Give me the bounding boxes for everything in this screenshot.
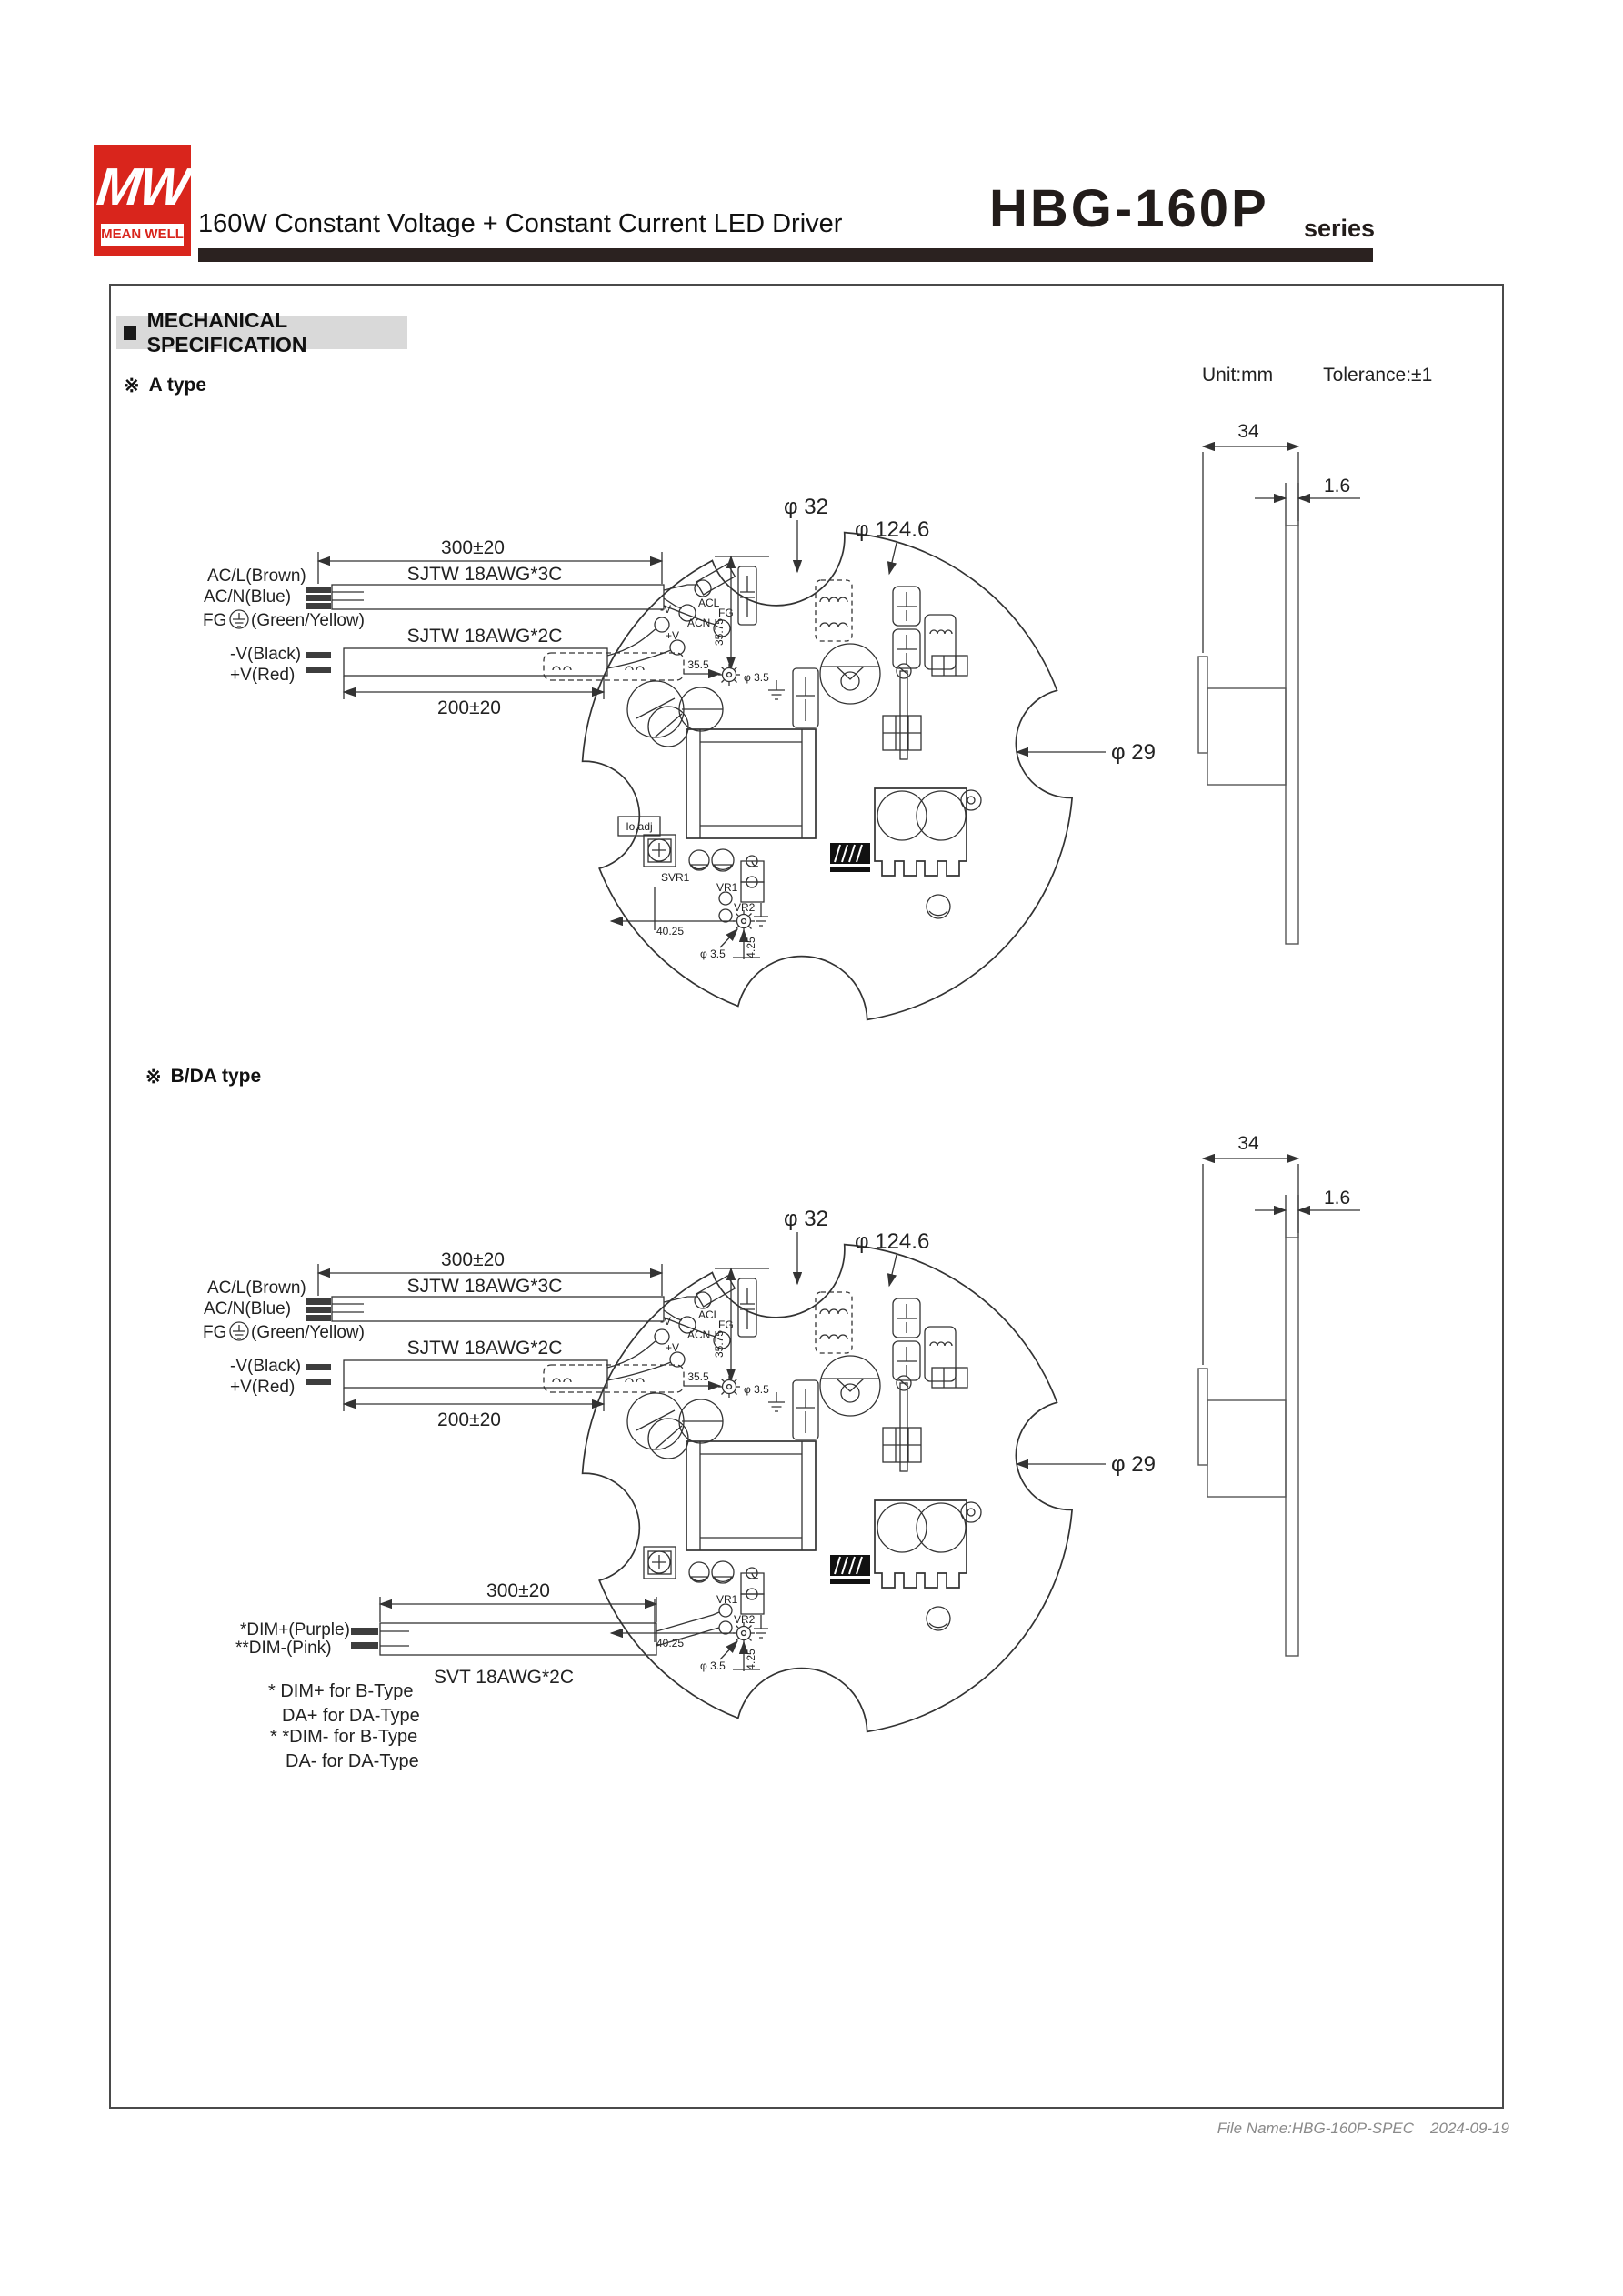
- reference-mark: ※: [145, 1067, 162, 1088]
- b-da-type-extras: *DIM+(Purple) **DIM-(Pink) 300±20 SVT 18…: [235, 1580, 720, 1771]
- note-line-4: DA- for DA-Type: [286, 1751, 419, 1771]
- a-type-heading: ※ A type: [124, 375, 206, 397]
- section-header: MECHANICAL SPECIFICATION: [116, 308, 407, 356]
- note-line-2: DA+ for DA-Type: [282, 1706, 420, 1726]
- io-adj-box: [617, 816, 661, 837]
- footer: File Name:HBG-160P-SPEC 2024-09-19: [1000, 2120, 1509, 2138]
- dim-fan-wires: [656, 1611, 720, 1647]
- tolerance-label: Tolerance:±1: [1323, 365, 1433, 386]
- b-da-type-pcb: [203, 1207, 1156, 1731]
- b-da-type-heading: ※ B/DA type: [145, 1066, 261, 1088]
- title-underline: [198, 248, 1373, 262]
- dim-cable-type: SVT 18AWG*2C: [434, 1667, 574, 1688]
- note-line-3: * *DIM- for B-Type: [270, 1727, 417, 1747]
- unit-label: Unit:mm: [1202, 365, 1274, 386]
- wire-label-dimplus: *DIM+(Purple): [240, 1620, 350, 1639]
- svr1-label: SVR1: [661, 871, 690, 884]
- section-bullet-icon: [124, 325, 136, 340]
- io-adj-label: Io.adj: [626, 820, 652, 833]
- footer-date: 2024-09-19: [1430, 2120, 1509, 2137]
- wire-strand: [351, 1628, 378, 1635]
- dim-cable: [379, 1622, 657, 1656]
- footer-filename: File Name:HBG-160P-SPEC: [1217, 2120, 1415, 2137]
- b-da-type-label: B/DA type: [170, 1066, 262, 1087]
- a-type-pcb: [203, 495, 1156, 1019]
- dim-300-b: 300±20: [486, 1580, 550, 1601]
- a-type-side-view: [1198, 421, 1360, 944]
- meanwell-wordmark: MEAN WELL: [101, 224, 184, 246]
- note-line-1: * DIM+ for B-Type: [268, 1681, 414, 1701]
- mechanical-spec-box: [109, 284, 1504, 2109]
- section-title: MECHANICAL SPECIFICATION: [146, 307, 307, 356]
- doc-model: HBG-160P: [989, 179, 1269, 238]
- unit-tolerance-note: Unit:mm Tolerance:±1: [1202, 365, 1432, 386]
- doc-title: 160W Constant Voltage + Constant Current…: [198, 209, 843, 238]
- wire-strand: [351, 1642, 378, 1649]
- a-type-drawing: AC/L(Brown) AC/N(Blue) FG (Green/Yellow)…: [0, 400, 1538, 1073]
- a-type-label: A type: [148, 375, 207, 396]
- b-da-type-drawing: *DIM+(Purple) **DIM-(Pink) 300±20 SVT 18…: [0, 1114, 1538, 1771]
- doc-series: series: [1304, 215, 1376, 242]
- meanwell-logo: MW MEAN WELL: [94, 145, 191, 256]
- mw-monogram-icon: MW: [94, 157, 191, 216]
- a-type-extras: Io.adj SVR1: [617, 816, 690, 884]
- reference-mark: ※: [124, 376, 140, 396]
- b-da-type-side-view: [1198, 1133, 1360, 1656]
- wire-label-dimminus: **DIM-(Pink): [235, 1639, 332, 1658]
- dim-cable-wires: [380, 1630, 409, 1647]
